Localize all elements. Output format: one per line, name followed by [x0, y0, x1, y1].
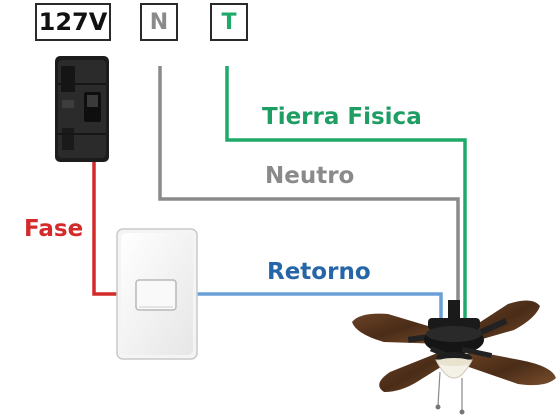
- neutral-terminal-label: N: [140, 3, 178, 41]
- ground-wire-label: Tierra Fisica: [262, 104, 422, 130]
- ground-terminal-label: T: [210, 3, 248, 41]
- ceiling-fan-icon: [352, 300, 556, 415]
- wall-switch-icon: [116, 228, 198, 360]
- phase-wire-label: Fase: [24, 216, 84, 242]
- ground-wire: [225, 66, 467, 330]
- circuit-breaker-icon: [55, 56, 109, 162]
- neutral-wire: [158, 66, 460, 330]
- return-wire-label: Retorno: [267, 259, 371, 285]
- voltage-label: 127V: [35, 3, 111, 41]
- neutral-wire-label: Neutro: [265, 163, 355, 189]
